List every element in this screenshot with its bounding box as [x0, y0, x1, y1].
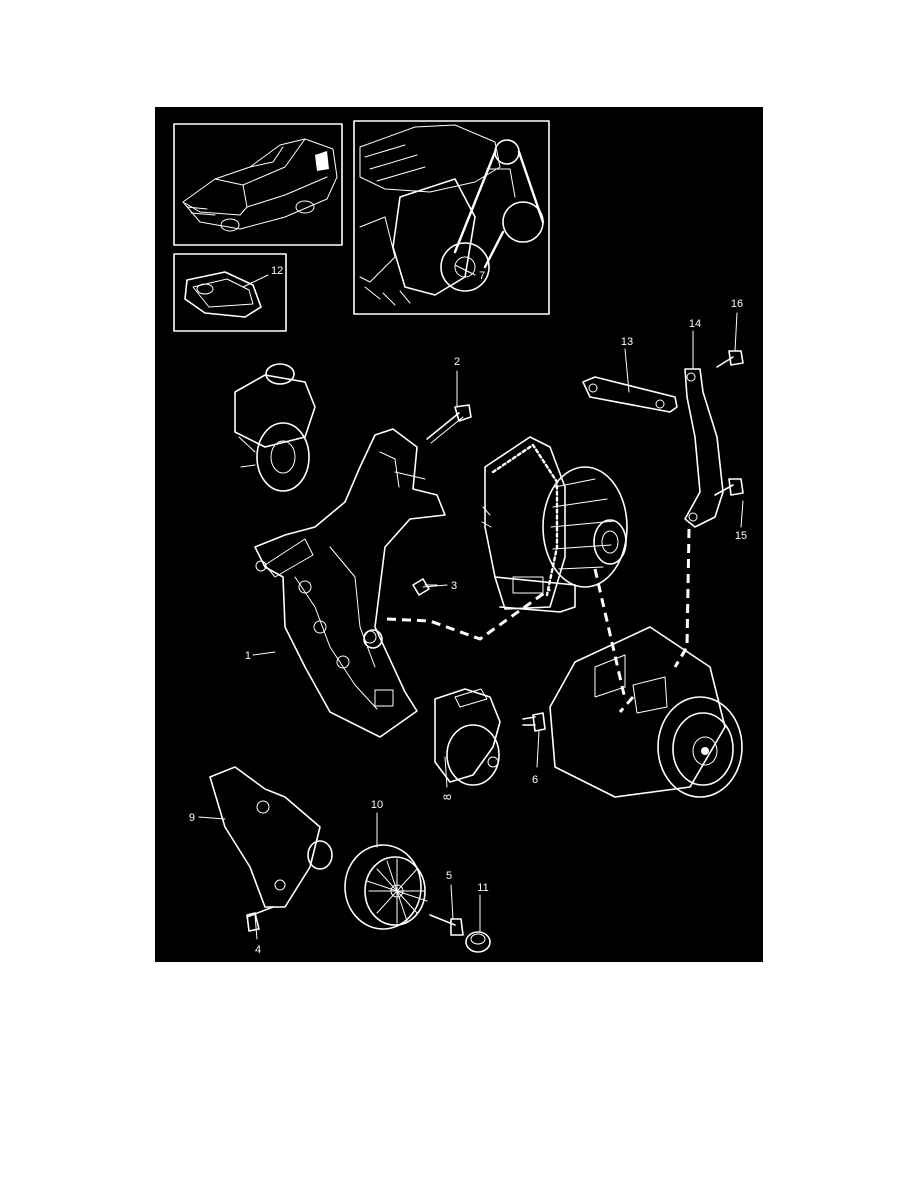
callout-16: 16	[731, 298, 743, 310]
callout-13: 13	[621, 336, 633, 348]
seal-inner	[192, 278, 254, 308]
ac-compressor	[549, 626, 743, 798]
upper-pulley	[494, 139, 520, 165]
exploded-parts-diagram: 1 2 3 4 5 6 7 8 9 10 11 12 13 14 15 16	[155, 107, 763, 962]
support-bracket-13	[582, 376, 678, 413]
idler-pulley	[344, 844, 428, 930]
callout-9: 9	[189, 812, 195, 824]
bolt-2	[426, 404, 472, 444]
leader-8	[444, 756, 448, 788]
inset-engine-belt-view	[353, 120, 550, 315]
engine-illustration	[359, 124, 545, 306]
main-bracket	[254, 428, 446, 738]
leader-7	[454, 264, 476, 276]
bolt-3	[412, 578, 438, 596]
callout-10: 10	[371, 799, 383, 811]
leader-4	[254, 914, 258, 940]
car-illustration	[182, 138, 338, 232]
callouts: 1 2 3 4 5 6 7 8 9 10 11 12 13 14 15 16	[189, 265, 747, 956]
bolt-5	[429, 914, 464, 936]
leader-12	[242, 274, 269, 288]
seal-outline	[184, 271, 262, 318]
leader-9	[198, 816, 226, 820]
alternator	[481, 436, 628, 613]
leader-lines	[198, 264, 744, 940]
callout-3: 3	[451, 580, 457, 592]
bolt-4	[246, 906, 274, 932]
crank-pulley	[440, 242, 490, 292]
leader-1	[252, 651, 276, 656]
callout-4: 4	[255, 944, 261, 956]
callout-7: 7	[479, 270, 485, 282]
inset-car-view	[173, 123, 343, 246]
callout-15: 15	[735, 530, 747, 542]
callout-14: 14	[689, 318, 701, 330]
callout-6: 6	[532, 774, 538, 786]
leader-13	[624, 348, 630, 393]
nut-11	[465, 931, 491, 953]
inset-part-12-frame	[173, 253, 287, 332]
leader-16	[734, 312, 738, 352]
power-steering-pump	[234, 363, 316, 492]
bolt-16	[716, 350, 744, 368]
belt-tensioner	[434, 688, 501, 786]
diagram-canvas: 1 2 3 4 5 6 7 8 9 10 11 12 13 14 15 16	[173, 120, 747, 956]
inset-part-12	[173, 253, 287, 332]
callout-11: 11	[477, 882, 488, 894]
inset-engine-frame	[353, 120, 550, 315]
callout-1: 1	[245, 650, 251, 662]
callout-5: 5	[446, 870, 452, 882]
inset-car-frame	[173, 123, 343, 246]
leader-6	[536, 730, 540, 768]
callout-12: 12	[271, 265, 283, 277]
callout-8: 8	[442, 794, 454, 800]
leader-15	[740, 500, 744, 528]
leader-3	[422, 584, 448, 588]
leader-5	[450, 884, 454, 920]
support-bracket-14	[684, 368, 724, 528]
idler-bracket	[209, 766, 333, 908]
callout-2: 2	[454, 356, 460, 368]
bolt-6	[522, 712, 546, 732]
bolt-15	[714, 478, 744, 496]
assembly-lines	[386, 528, 691, 713]
